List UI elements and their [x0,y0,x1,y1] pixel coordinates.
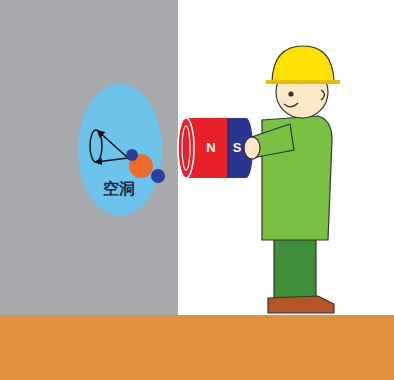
spin-arrow [98,131,128,158]
spin-arrow [96,158,128,162]
node-text: N [206,141,215,155]
particle [151,169,165,183]
particle [126,149,138,161]
cavity-label-box: 空洞 [92,178,146,200]
node-text: S [233,141,242,155]
wall [0,0,178,315]
precession-cone [90,130,102,162]
cavity-ellipse [78,84,162,216]
magnet-pole-s: S [228,138,246,158]
floor [0,315,394,380]
magnet [178,118,253,178]
worker-figure [244,46,340,313]
magnet-pole-n: N [200,138,222,158]
node-text: 空洞 [103,180,135,198]
